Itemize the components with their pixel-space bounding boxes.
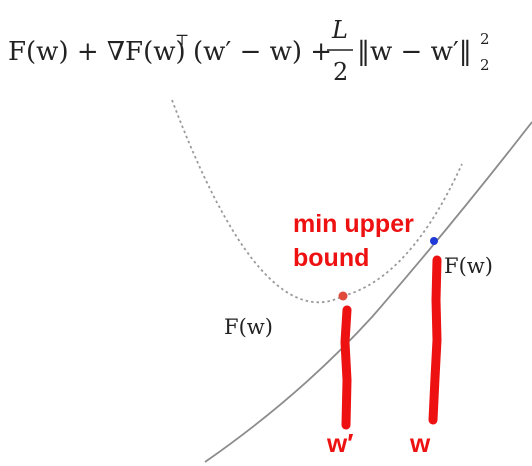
w-prime-label: w′ (326, 428, 353, 458)
w-label: w (409, 428, 431, 458)
formula-transpose: ⊤ (175, 31, 189, 49)
formula-subscript: 2 (480, 56, 490, 74)
upper-bound-curve (171, 99, 463, 304)
formula-superscript: 2 (480, 30, 490, 48)
formula-mid: (w′ − w) + (193, 37, 332, 67)
annotation-line-2: bound (293, 244, 369, 272)
function-curve (204, 121, 532, 463)
formula-frac-numerator: L (331, 16, 348, 44)
w-prime-marker-line (340, 305, 352, 430)
annotation-line-1: min upper (293, 210, 414, 238)
f-label-curve: F(w) (224, 315, 273, 339)
point-w (430, 237, 438, 245)
w-marker-line (428, 255, 442, 425)
formula-frac-denominator: 2 (333, 58, 348, 86)
formula-norm: ‖w − w′‖ (357, 37, 472, 67)
formula-lhs: F(w) + ∇F(w) (8, 37, 186, 67)
formula: F(w) + ∇F(w) ⊤ (w′ − w) + L 2 ‖w − w′‖ 2… (8, 16, 490, 86)
min-upper-bound-point (338, 291, 348, 301)
f-label-point: F(w) (444, 254, 493, 278)
